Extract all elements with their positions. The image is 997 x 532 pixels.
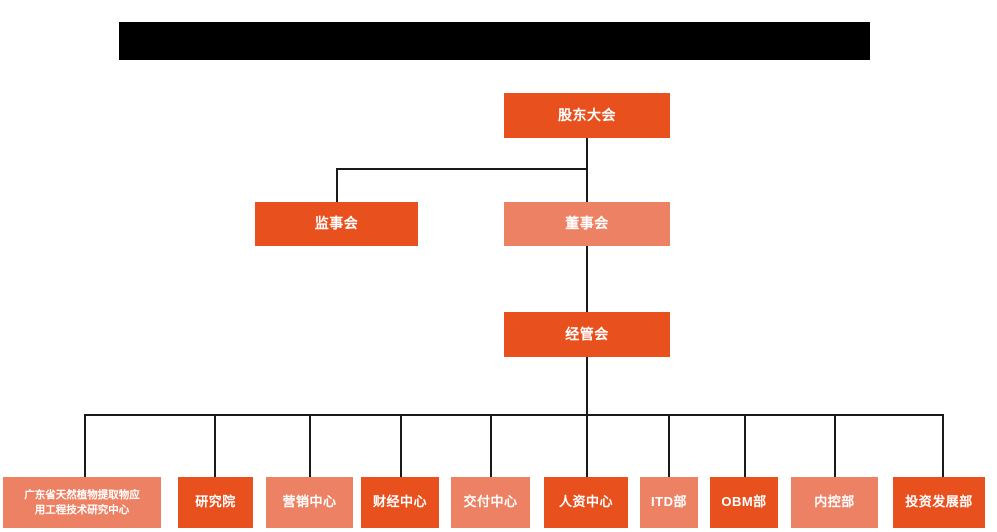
connector-drop-guangdong-research-center (84, 414, 86, 477)
node-delivery-center[interactable]: 交付中心 (451, 477, 530, 528)
connector-drop-delivery-center (490, 414, 492, 477)
node-label: 监事会 (314, 215, 359, 232)
node-internal-control-dept[interactable]: 内控部 (791, 477, 878, 528)
connector-drop-investment-development-dept (942, 414, 944, 477)
node-label: 研究院 (195, 494, 236, 510)
node-finance-center[interactable]: 财经中心 (361, 477, 439, 528)
node-board-of-directors[interactable]: 董事会 (504, 202, 670, 246)
node-itd-dept[interactable]: ITD部 (640, 477, 698, 528)
node-label: OBM部 (721, 494, 767, 510)
connector-drop-marketing-center (309, 414, 311, 477)
node-hr-center[interactable]: 人资中心 (544, 477, 628, 528)
node-board-of-supervisors[interactable]: 监事会 (255, 202, 418, 246)
node-label: 经管会 (565, 325, 609, 342)
node-label: 董事会 (565, 215, 609, 232)
node-label: 财经中心 (372, 494, 427, 510)
node-label: 人资中心 (558, 494, 613, 510)
node-guangdong-research-center[interactable]: 广东省天然植物提取物应 用工程技术研究中心 (3, 477, 161, 528)
connector-drop-obm-dept (744, 414, 746, 477)
node-investment-development-dept[interactable]: 投资发展部 (893, 477, 985, 528)
connector-drop-itd-dept (668, 414, 670, 477)
node-management-committee[interactable]: 经管会 (504, 312, 670, 357)
node-label: 股东大会 (558, 106, 616, 123)
connector-l3-stem (586, 357, 588, 415)
node-label-line1: 广东省天然植物提取物应 (24, 488, 140, 501)
connector-l1-bus (336, 168, 588, 170)
node-research-institute[interactable]: 研究院 (178, 477, 253, 528)
connector-drop-internal-control-dept (834, 414, 836, 477)
node-obm-dept[interactable]: OBM部 (710, 477, 778, 528)
node-label: 营销中心 (282, 494, 337, 510)
node-label: 交付中心 (463, 494, 518, 510)
connector-drop-board-of-directors (586, 168, 588, 202)
connector-l1-stem (586, 138, 588, 169)
connector-l4-bus (84, 414, 944, 416)
connector-drop-board-of-supervisors (336, 168, 338, 202)
connector-drop-hr-center (586, 414, 588, 477)
node-label-line2: 用工程技术研究中心 (34, 503, 130, 516)
node-shareholders-meeting[interactable]: 股东大会 (504, 93, 670, 138)
connector-drop-research-institute (214, 414, 216, 477)
node-label: 投资发展部 (905, 494, 973, 510)
node-label: ITD部 (651, 494, 687, 510)
connector-board-to-management (586, 246, 588, 312)
connector-drop-finance-center (400, 414, 402, 477)
node-label: 内控部 (814, 494, 855, 510)
node-marketing-center[interactable]: 营销中心 (266, 477, 353, 528)
redacted-title-banner (119, 22, 870, 60)
